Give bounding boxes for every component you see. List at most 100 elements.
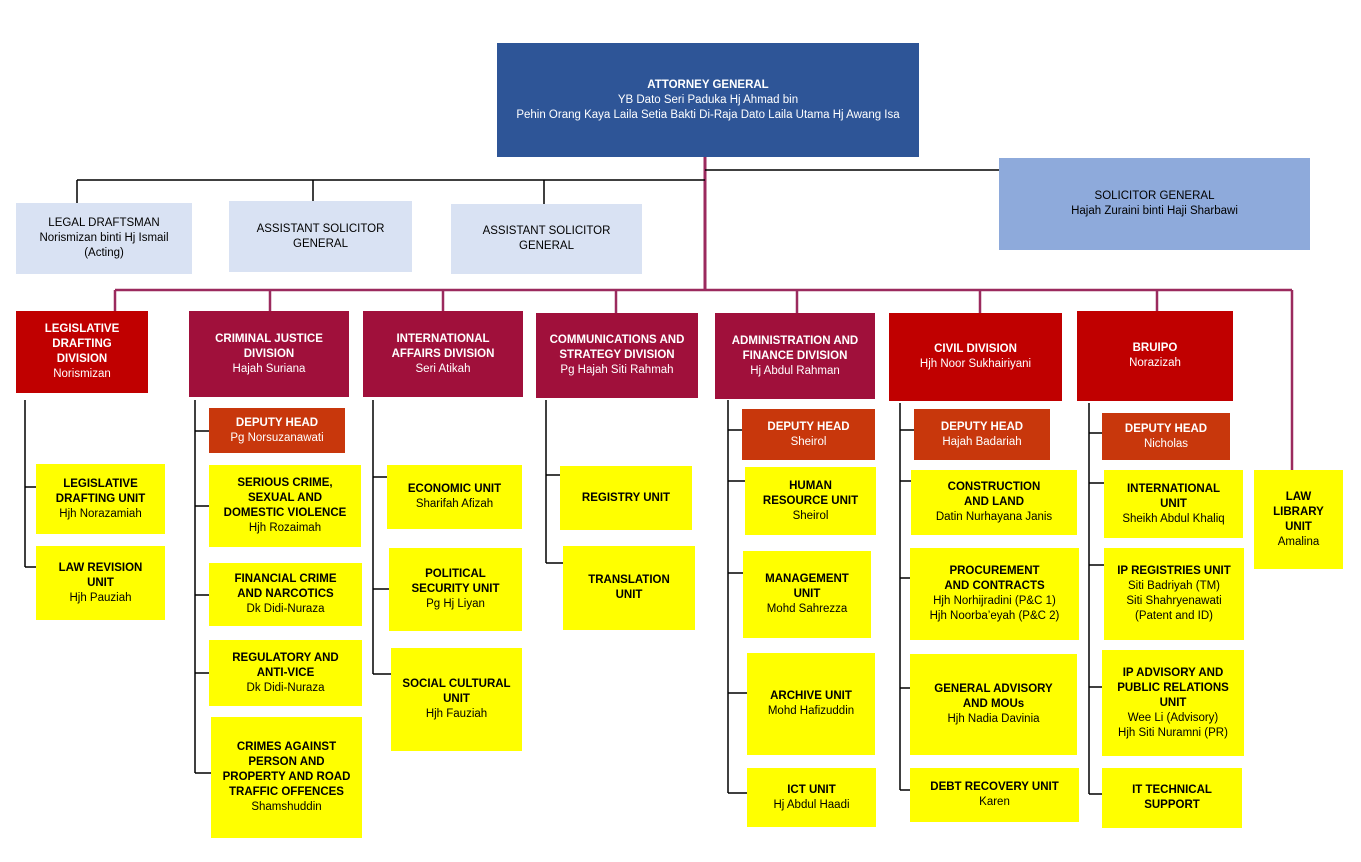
bruipo-tree [1088,403,1104,795]
division-title: BRUIPO [1132,342,1178,354]
unit-head-name: Hjh Fauziah [425,708,488,720]
unit-title: MANAGEMENT UNIT [765,573,849,600]
unit-head-name: Hjh Pauziah [69,591,132,604]
unit-title: SOCIAL CULTURAL UNIT [402,678,511,705]
unit-head-name: Hjh Norazamiah [59,507,142,520]
criminal-justice-division-box: CRIMINAL JUSTICE DIVISION Hajah Suriana [189,311,349,397]
human-resource-unit-box: HUMAN RESOURCE UNIT Sheirol [745,467,876,535]
legislative-drafting-division-box: LEGISLATIVE DRAFTING DIVISION Norismizan [16,311,148,393]
legal-draftsman-name: Norismizan binti Hj Ismail (Acting) [39,232,169,259]
legal-draftsman-box: LEGAL DRAFTSMAN Norismizan binti Hj Isma… [16,203,192,274]
unit-title: CRIMES AGAINST PERSON AND PROPERTY AND R… [222,741,351,798]
unit-title: REGISTRY UNIT [581,491,671,504]
unit-title: PROCUREMENT AND CONTRACTS [944,565,1045,592]
division-head-name: Hajah Suriana [232,362,306,375]
civil-deputy-head-box: DEPUTY HEAD Hajah Badariah [914,409,1050,460]
solicitor-general-box: SOLICITOR GENERAL Hajah Zuraini binti Ha… [999,158,1310,250]
criminal-deputy-head-box: DEPUTY HEAD Pg Norsuzanawati [209,408,345,453]
ip-advisory-unit-box: IP ADVISORY AND PUBLIC RELATIONS UNIT We… [1102,650,1244,756]
deputy-head-title: DEPUTY HEAD [940,420,1024,433]
unit-title: TRANSLATION UNIT [588,574,670,601]
unit-head-name: Datin Nurhayana Janis [935,511,1053,523]
civil-tree [899,403,914,791]
bruipo-division-box: BRUIPO Norazizah [1077,311,1233,401]
law-library-unit-box: LAW LIBRARY UNIT Amalina [1254,470,1343,569]
unit-title: IP ADVISORY AND PUBLIC RELATIONS UNIT [1117,666,1229,709]
unit-title: FINANCIAL CRIME AND NARCOTICS [234,573,337,600]
assistant-solicitor-general-1-title: ASSISTANT SOLICITOR GENERAL [256,222,385,250]
bruipo-deputy-head-box: DEPUTY HEAD Nicholas [1102,413,1230,460]
deputy-head-title: DEPUTY HEAD [235,416,319,429]
assistant-solicitor-general-2-box: ASSISTANT SOLICITOR GENERAL [451,204,642,274]
unit-title: LEGISLATIVE DRAFTING UNIT [55,477,146,505]
solicitor-general-title: SOLICITOR GENERAL [1094,190,1215,202]
administration-tree [727,400,747,794]
unit-title: LAW LIBRARY UNIT [1273,490,1324,533]
unit-head-name: Hj Abdul Haadi [773,798,850,811]
unit-title: CONSTRUCTION AND LAND [947,481,1041,508]
economic-unit-box: ECONOMIC UNIT Sharifah Afizah [387,465,522,529]
unit-title: ARCHIVE UNIT [770,690,852,702]
translation-unit-box: TRANSLATION UNIT [563,546,695,630]
communications-strategy-division-box: COMMUNICATIONS AND STRATEGY DIVISION Pg … [536,313,698,398]
communications-tree [545,400,563,564]
unit-title: ECONOMIC UNIT [407,483,502,495]
division-head-name: Hjh Noor Sukhairiyani [919,358,1032,370]
administration-deputy-head-box: DEPUTY HEAD Sheirol [742,409,875,460]
solicitor-general-name: Hajah Zuraini binti Haji Sharbawi [1071,205,1238,217]
unit-title: GENERAL ADVISORY AND MOUs [934,683,1053,710]
unit-head-name: Hjh Nadia Davinia [947,713,1040,725]
unit-head-name: Sheirol [792,509,829,522]
unit-head-name: Shamshuddin [251,801,322,813]
deputy-head-name: Nicholas [1143,437,1189,450]
unit-title: DEBT RECOVERY UNIT [930,781,1059,793]
division-title: ADMINISTRATION AND FINANCE DIVISION [731,334,859,362]
unit-title: ICT UNIT [787,783,836,796]
assistant-solicitor-general-1-box: ASSISTANT SOLICITOR GENERAL [229,201,412,272]
division-head-name: Norazizah [1129,357,1181,369]
civil-division-box: CIVIL DIVISION Hjh Noor Sukhairiyani [889,313,1062,401]
division-head-name: Hj Abdul Rahman [750,364,840,377]
unit-title: IP REGISTRIES UNIT [1117,565,1231,577]
regulatory-anti-vice-unit-box: REGULATORY AND ANTI-VICE Dk Didi-Nuraza [209,640,362,706]
division-title: CIVIL DIVISION [934,343,1017,355]
attorney-general-box: ATTORNEY GENERAL YB Dato Seri Paduka Hj … [497,43,919,157]
financial-crime-unit-box: FINANCIAL CRIME AND NARCOTICS Dk Didi-Nu… [209,563,362,626]
it-technical-support-box: IT TECHNICAL SUPPORT [1102,768,1242,828]
unit-title: IT TECHNICAL SUPPORT [1132,784,1212,811]
general-advisory-unit-box: GENERAL ADVISORY AND MOUs Hjh Nadia Davi… [910,654,1077,755]
unit-head-name: Pg Hj Liyan [426,598,485,610]
division-title: COMMUNICATIONS AND STRATEGY DIVISION [549,334,685,361]
division-title: CRIMINAL JUSTICE DIVISION [215,332,323,360]
unit-title: HUMAN RESOURCE UNIT [762,479,859,507]
criminal-tree [194,400,211,774]
legislative-tree [24,400,36,568]
unit-head-name: Hjh Norhijradini (P&C 1) Hjh Noorba’eyah… [929,595,1060,622]
unit-head-name: Dk Didi-Nuraza [246,603,325,615]
unit-head-name: Wee Li (Advisory) Hjh Siti Nuramni (PR) [1118,711,1228,739]
registry-unit-box: REGISTRY UNIT [560,466,692,530]
unit-head-name: Dk Didi-Nuraza [246,681,325,694]
division-title: INTERNATIONAL AFFAIRS DIVISION [391,332,495,360]
unit-head-name: Sharifah Afizah [415,498,494,510]
political-security-unit-box: POLITICAL SECURITY UNIT Pg Hj Liyan [389,548,522,631]
division-head-name: Norismizan [53,368,111,380]
unit-title: INTERNATIONAL UNIT [1126,482,1221,510]
ict-unit-box: ICT UNIT Hj Abdul Haadi [747,768,876,827]
procurement-contracts-unit-box: PROCUREMENT AND CONTRACTS Hjh Norhijradi… [910,548,1079,640]
crimes-against-person-unit-box: CRIMES AGAINST PERSON AND PROPERTY AND R… [211,717,362,838]
deputy-head-title: DEPUTY HEAD [767,420,850,433]
unit-head-name: Karen [979,796,1010,808]
international-affairs-division-box: INTERNATIONAL AFFAIRS DIVISION Seri Atik… [363,311,523,397]
law-revision-unit-box: LAW REVISION UNIT Hjh Pauziah [36,546,165,620]
unit-head-name: Mohd Sahrezza [766,603,848,615]
unit-head-name: Siti Badriyah (TM) Siti Shahryenawati (P… [1126,580,1222,622]
unit-head-name: Sheikh Abdul Khaliq [1122,512,1225,525]
debt-recovery-unit-box: DEBT RECOVERY UNIT Karen [910,768,1079,822]
unit-title: LAW REVISION UNIT [58,561,143,589]
attorney-general-title: ATTORNEY GENERAL [647,78,769,91]
division-title: LEGISLATIVE DRAFTING DIVISION [44,323,120,365]
unit-head-name: Mohd Hafizuddin [767,705,855,717]
ip-registries-unit-box: IP REGISTRIES UNIT Siti Badriyah (TM) Si… [1104,548,1244,640]
